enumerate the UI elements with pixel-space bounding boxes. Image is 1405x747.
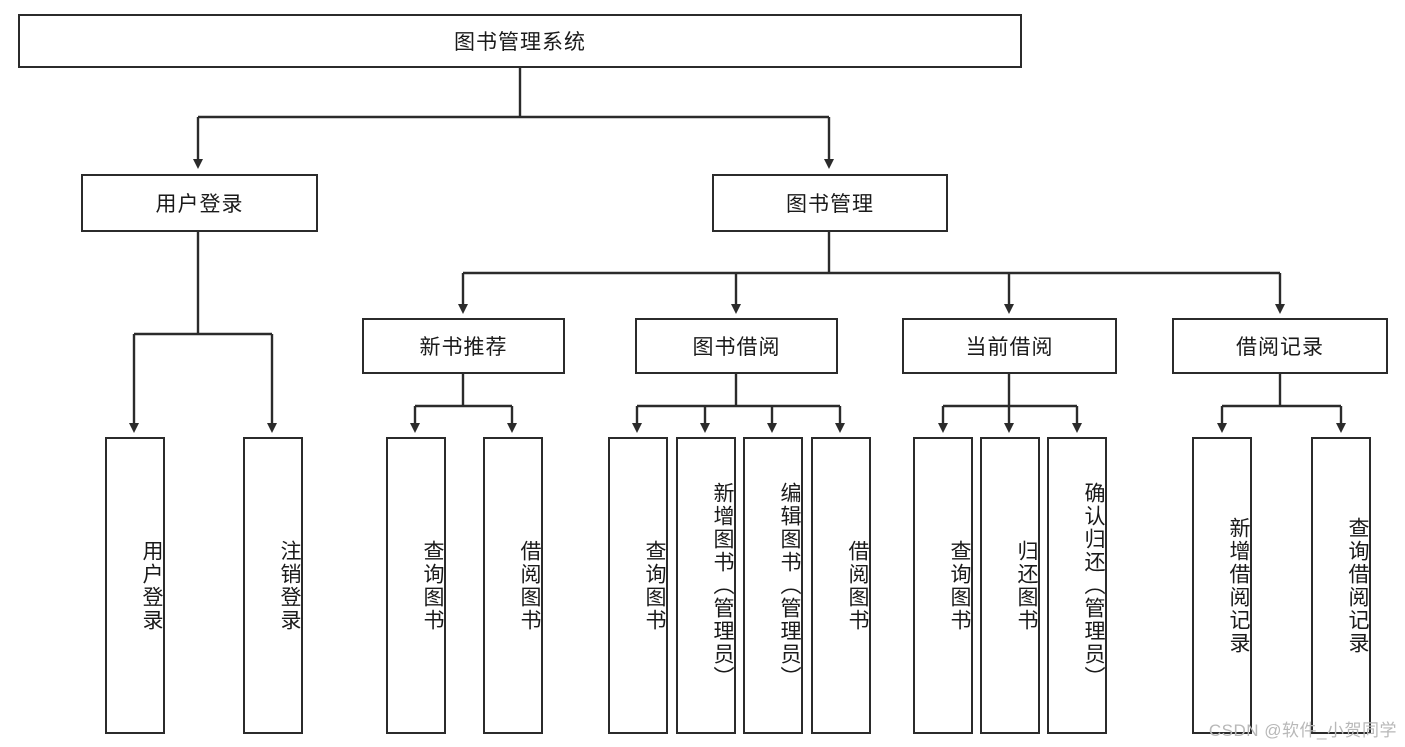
node-label: 查询图书: [948, 539, 971, 632]
node-label: 用户登录: [140, 539, 163, 632]
node-label: 图书管理: [786, 193, 874, 216]
leaf-new-book-borrow-book[interactable]: 借阅图书: [483, 437, 543, 734]
leaf-book-borrow-query-book[interactable]: 查询图书: [608, 437, 668, 734]
node-label: 确认归还（管理员）: [1082, 482, 1105, 689]
leaf-current-borrow-confirm-return-admin[interactable]: 确认归还（管理员）: [1047, 437, 1107, 734]
leaf-borrow-record-query-record[interactable]: 查询借阅记录: [1311, 437, 1371, 734]
node-label: 新增借阅记录: [1227, 516, 1250, 655]
node-label: 借阅图书: [846, 539, 869, 632]
node-label: 查询图书: [643, 539, 666, 632]
node-label: 查询借阅记录: [1346, 516, 1369, 655]
node-label: 用户登录: [155, 193, 244, 216]
node-borrow-record[interactable]: 借阅记录: [1172, 318, 1388, 374]
leaf-borrow-record-add-record[interactable]: 新增借阅记录: [1192, 437, 1252, 734]
node-label: 注销登录: [278, 539, 301, 632]
leaf-book-borrow-borrow-book[interactable]: 借阅图书: [811, 437, 871, 734]
node-label: 归还图书: [1015, 539, 1038, 632]
node-label: 借阅图书: [518, 539, 541, 632]
node-label: 图书管理系统: [454, 31, 586, 54]
leaf-new-book-query-book[interactable]: 查询图书: [386, 437, 446, 734]
node-current-borrow[interactable]: 当前借阅: [902, 318, 1117, 374]
node-label: 新书推荐: [419, 336, 508, 359]
node-book-borrow[interactable]: 图书借阅: [635, 318, 838, 374]
node-label: 新增图书（管理员）: [711, 482, 734, 689]
node-label: 查询图书: [421, 539, 444, 632]
node-label: 编辑图书（管理员）: [778, 482, 801, 689]
leaf-user-login-logout[interactable]: 注销登录: [243, 437, 303, 734]
node-label: 当前借阅: [965, 336, 1054, 359]
leaf-user-login-login[interactable]: 用户登录: [105, 437, 165, 734]
node-root-book-management-system[interactable]: 图书管理系统: [18, 14, 1022, 68]
leaf-current-borrow-query-book[interactable]: 查询图书: [913, 437, 973, 734]
node-label: 图书借阅: [692, 336, 781, 359]
csdn-watermark: CSDN @软件_小贺同学: [1208, 721, 1397, 740]
leaf-book-borrow-add-book-admin[interactable]: 新增图书（管理员）: [676, 437, 736, 734]
node-user-login[interactable]: 用户登录: [81, 174, 318, 232]
node-label: 借阅记录: [1236, 336, 1324, 359]
leaf-current-borrow-return-book[interactable]: 归还图书: [980, 437, 1040, 734]
leaf-book-borrow-edit-book-admin[interactable]: 编辑图书（管理员）: [743, 437, 803, 734]
node-new-book-recommend[interactable]: 新书推荐: [362, 318, 565, 374]
node-book-management[interactable]: 图书管理: [712, 174, 948, 232]
